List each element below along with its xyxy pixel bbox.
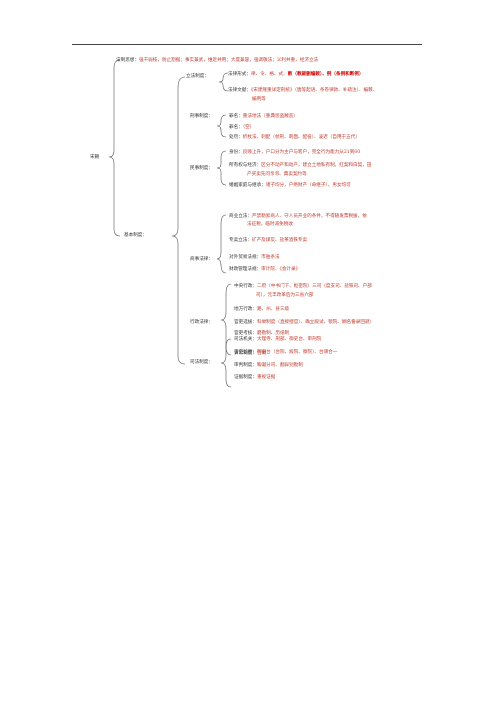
legislation-codes: 法律文献：《宋建隆重详定刑统》（唐等起语、条卷律款、补疏注）、编敕、: [228, 88, 377, 94]
criminal-item-label: 处罚：: [229, 135, 243, 140]
civil-item-text: 区分不动产和动产，建立土地私有制，红契和白契，田: [261, 163, 372, 168]
codes-text: 《宋建隆重详定刑统》（唐等起语、条卷律款、补疏注）、编敕、: [250, 88, 378, 93]
admin-item-1-cont: 司），元丰改革后为三省六部: [256, 293, 314, 298]
admin-item-label: 地方行政：: [234, 307, 257, 312]
criminal-label: 刑事制度：: [190, 114, 213, 119]
legislation-label: 立法制度：: [186, 74, 209, 79]
admin-item-label: 官吏监察：: [234, 350, 257, 355]
judicial-item-3: 审判制度：鞫谳分司、翻异别勘制: [234, 363, 303, 369]
admin-item-4: 官吏考核：磨勘制、历纸制: [234, 331, 289, 337]
civil-item-label: 所有权与经济：: [229, 163, 262, 168]
admin-item-label: 中央行政：: [234, 284, 257, 289]
root-brace: [108, 59, 121, 237]
top-rule: [72, 44, 422, 45]
commerce-item-text: 矿产及煤炭、盐茶酒铁专卖: [251, 238, 308, 243]
judicial-brace: [220, 338, 232, 388]
criminal-item-1: 罪名：重法地法（重典惩盗贼恶）: [229, 114, 298, 120]
civil-label: 民事制度：: [190, 166, 213, 171]
commerce-item-text: 审计院、《会计录》: [261, 267, 301, 272]
judicial-item-label: 诉讼制度：: [234, 351, 257, 356]
thought-text: 强干弱枝，防止割据；事实兼武，维近并用；大度兼容，强调敬法；义利并重，经济立法: [138, 58, 319, 63]
admin-item-label: 官吏选拔：: [234, 320, 257, 325]
admin-item-2: 地方行政：路、州、县三级: [234, 307, 289, 313]
criminal-item-2: 罪名：（空）: [229, 125, 254, 131]
civil-item-label: 婚姻家庭与继承：: [229, 183, 266, 188]
commerce-item-label: 专卖立法：: [229, 238, 252, 243]
judicial-item-1: 司法机关：大理寺、刑部、御史台、审刑院: [234, 337, 321, 343]
civil-item-3: 婚姻家庭与继承：诸子均分，户绝财产（命继子），男女均可: [229, 183, 351, 189]
criminal-item-text: （空）: [242, 125, 255, 130]
commerce-item-text: 严禁勒索商人、守人员开业的条件，不得随发票税拔，依: [251, 214, 367, 219]
root-label: 宋朝: [90, 155, 100, 160]
thought-row: 法制思想：强干弱枝，防止割据；事实兼武，维近并用；大度兼容，强调敬法；义利并重，…: [116, 58, 318, 64]
legislation-forms: 法律形式：律、令、格、式、敕（敕裁删编敕）、例（条例和断例）: [228, 72, 364, 78]
commerce-item-4: 财政管理法规：审计院、《会计录》: [229, 267, 300, 273]
judicial-item-4: 证据制度：重视证据: [234, 375, 275, 381]
judicial-item-text: 大理寺、刑部、御史台、审刑院: [256, 337, 322, 342]
judicial-item-text: 告期: [256, 351, 267, 356]
admin-item-1: 中央行政：二府（中书门下、枢密院）三司（度支司、盐铁司、户部: [234, 284, 372, 290]
legislation-brace: [218, 72, 229, 92]
forms-bold: 敕（敕裁删编敕）、例（条例和断例）: [287, 72, 364, 77]
admin-item-text: 御史台（台院、殿院、察院）、台谏合一: [256, 350, 338, 355]
administrative-label: 行政法律：: [190, 320, 213, 325]
forms-text: 律、令、格、式、: [250, 72, 288, 77]
civil-item-text: 诸子均分，户绝财产（命继子），男女均可: [265, 183, 351, 188]
commerce-label: 商事法律：: [190, 257, 213, 262]
admin-item-text: 二府（中书门下、枢密院）三司（度支司、盐铁司、户部: [256, 284, 372, 289]
commerce-item-label: 商业立法：: [229, 214, 252, 219]
civil-item-2-cont: 产买卖先问亲邻、典卖契约等: [247, 172, 307, 177]
civil-item-2: 所有权与经济：区分不动产和动产，建立土地私有制，红契和白契，田: [229, 163, 371, 169]
commerce-item-3: 对外贸易法规：市舶条法: [229, 255, 280, 261]
judicial-item-label: 司法机关：: [234, 337, 257, 342]
criminal-item-text: 折杖法、刺配（杖刑、刺面、配役）、凌迟（自用于五代）: [242, 135, 360, 140]
commerce-brace: [216, 214, 227, 274]
commerce-item-1-cont: 法征税，临时减免税收: [247, 222, 293, 227]
commerce-item-label: 财政管理法规：: [229, 267, 262, 272]
civil-item-text: 良贱上升，户口分为主户与客户，完全行为能力从21到60: [242, 150, 361, 155]
commerce-item-label: 对外贸易法规：: [229, 255, 262, 260]
judicial-item-2: 诉讼制度：告期: [234, 351, 266, 357]
commerce-item-text: 市舶条法: [261, 255, 280, 260]
criminal-item-text: 重法地法（重典惩盗贼恶）: [242, 114, 298, 119]
criminal-item-3: 处罚：折杖法、刺配（杖刑、刺面、配役）、凌迟（自用于五代）: [229, 135, 360, 141]
admin-item-text: 科举制度（直接授官）、确立殿试、锁院、糊名誊录回避）: [256, 320, 375, 325]
admin-item-label: 官吏考核：: [234, 331, 257, 336]
civil-brace: [216, 150, 227, 186]
criminal-brace: [216, 114, 227, 138]
codes-label: 法律文献：: [228, 88, 251, 93]
admin-item-3: 官吏选拔：科举制度（直接授官）、确立殿试、锁院、糊名誊录回避）: [234, 320, 374, 326]
forms-label: 法律形式：: [228, 72, 251, 77]
admin-item-5: 官吏监察：御史台（台院、殿院、察院）、台谏合一: [234, 350, 337, 356]
codes-text-2: 编例等: [252, 97, 266, 102]
civil-item-label: 身份：: [229, 150, 243, 155]
judicial-item-text: 重视证据: [256, 375, 276, 380]
admin-item-text: 路、州、县三级: [256, 307, 290, 312]
judicial-item-text: 鞫谳分司、翻异别勘制: [256, 363, 303, 368]
civil-item-1: 身份：良贱上升，户口分为主户与客户，完全行为能力从21到60: [229, 150, 360, 156]
thought-label: 法制思想：: [116, 58, 139, 63]
criminal-item-label: 罪名：: [229, 125, 243, 130]
judicial-label: 司法制度：: [190, 360, 213, 365]
basic-brace: [171, 76, 186, 365]
commerce-item-2: 专卖立法：矿产及煤炭、盐茶酒铁专卖: [229, 238, 307, 244]
admin-item-text: 磨勘制、历纸制: [256, 331, 290, 336]
criminal-item-label: 罪名：: [229, 114, 243, 119]
basic-label: 基本制度：: [124, 233, 147, 238]
judicial-item-label: 审判制度：: [234, 363, 257, 368]
judicial-item-label: 证据制度：: [234, 375, 257, 380]
commerce-item-1: 商业立法：严禁勒索商人、守人员开业的条件，不得随发票税拔，依: [229, 214, 367, 220]
administrative-brace: [220, 283, 232, 356]
